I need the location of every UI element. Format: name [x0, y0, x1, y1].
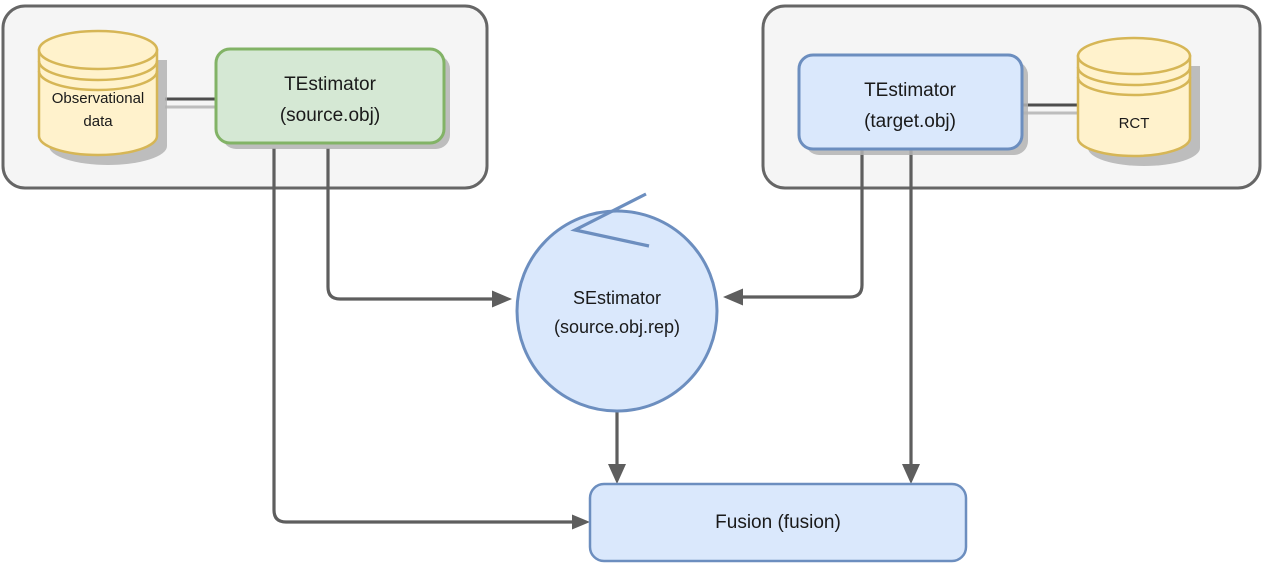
cylinder-top	[1076, 36, 1192, 76]
cylinder-ring-2	[1076, 76, 1192, 97]
arrowhead-icon	[492, 290, 512, 308]
edge-source-estimator-to-fusion	[272, 148, 590, 530]
observational-data-label-line2: data	[83, 113, 113, 130]
sestimator-node[interactable]: SEstimator (source.obj.rep)	[515, 192, 719, 413]
edge-path	[326, 148, 497, 301]
rct-label: RCT	[1119, 115, 1150, 132]
target-estimator-label-line2: (target.obj)	[864, 111, 956, 132]
arrowhead-icon	[723, 288, 743, 306]
link-observational-to-source-estimator	[165, 97, 216, 109]
link-target-estimator-to-rct	[1022, 103, 1078, 115]
observational-data-label-line1: Observational	[52, 90, 145, 107]
sestimator-label-line1: SEstimator	[573, 288, 661, 308]
edge-target-estimator-to-sestimator	[723, 148, 864, 306]
source-estimator-rect	[214, 47, 446, 145]
observational-data-node[interactable]: Observational data	[37, 29, 167, 165]
source-estimator-label-line2: (source.obj)	[280, 105, 380, 126]
target-estimator-label-line1: TEstimator	[864, 80, 957, 101]
target-estimator-rect	[797, 53, 1024, 151]
edge-path	[738, 148, 864, 299]
open-arrow-marker-icon	[570, 192, 650, 248]
fusion-rect	[588, 482, 968, 563]
cylinder-top	[37, 29, 159, 71]
edge-target-estimator-to-fusion	[902, 148, 920, 484]
source-estimator-node[interactable]: TEstimator (source.obj)	[214, 47, 450, 149]
arrowhead-icon	[902, 464, 920, 484]
cylinder-ring-1	[37, 60, 159, 82]
sestimator-circle	[515, 209, 719, 413]
arrowhead-icon	[608, 464, 626, 484]
rct-data-node[interactable]: RCT	[1076, 36, 1200, 166]
fusion-node[interactable]: Fusion (fusion)	[588, 482, 968, 563]
source-estimator-label-line1: TEstimator	[284, 74, 377, 95]
cylinder-ring-1	[1076, 66, 1192, 87]
cylinder-ring-2	[37, 70, 159, 92]
cylinder-body	[1076, 54, 1192, 158]
sestimator-label-line2: (source.obj.rep)	[554, 317, 680, 337]
target-estimator-node[interactable]: TEstimator (target.obj)	[797, 53, 1028, 155]
arrowhead-icon	[572, 514, 590, 530]
edge-sestimator-to-fusion	[608, 410, 626, 484]
fusion-label: Fusion (fusion)	[715, 512, 841, 533]
edge-path	[272, 148, 578, 524]
edge-source-estimator-to-sestimator	[326, 148, 512, 308]
